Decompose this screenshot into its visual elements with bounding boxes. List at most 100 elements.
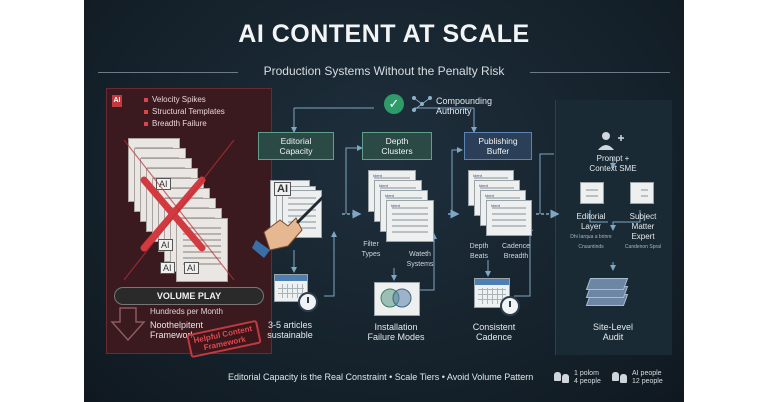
risk-item: Breadth Failure [144, 118, 225, 130]
label-line: Wateth [409, 251, 431, 258]
label-line: Site-Level [592, 322, 634, 332]
footer-caption: Editorial Capacity is the Real Constrain… [228, 372, 534, 382]
label-line: Prompt + [596, 154, 630, 163]
editorial-output-label: 3-5 articles sustainable [260, 320, 320, 340]
depth-clusters-box: Depth Clusters [362, 132, 432, 160]
label-line: Cadence [475, 332, 513, 342]
risk-list: Velocity Spikes Structural Templates Bre… [144, 94, 225, 130]
cluster-card: Ident [386, 200, 434, 242]
label-line: Failure Modes [367, 332, 425, 342]
site-audit-label: Site-Level Audit [578, 322, 648, 342]
label-line: Layer [580, 222, 601, 231]
box-line: Capacity [279, 146, 313, 156]
label-line: Depth [469, 243, 489, 250]
volume-play-belt: VOLUME PLAY [114, 287, 264, 305]
person-icon [562, 374, 569, 383]
risk-item-label: Velocity Spikes [152, 95, 206, 104]
card-tag: Ident [373, 173, 382, 178]
legend-line: 12 people [632, 378, 663, 385]
venn-card [374, 282, 420, 316]
framework-caption: Noothelpitent [150, 320, 204, 330]
label-line: Cadence [501, 243, 531, 250]
bullet-icon [144, 110, 148, 114]
ai-page-label: AI [160, 262, 175, 274]
filter-types-label: Filter Types [356, 240, 386, 260]
expert-id-icon [630, 182, 654, 204]
label-line: Filter [363, 241, 379, 248]
buffer-card: Ident [486, 200, 532, 236]
depth-beats-label: Depth Beats [464, 242, 494, 262]
fine-print: Dhi Iarqua a brinre [570, 234, 612, 240]
framework-caption: Framework [150, 330, 196, 340]
prompt-context-label: Prompt + Context SME [578, 154, 648, 174]
label-line: Beats [470, 253, 488, 260]
volume-caption: Hundreds per Month [150, 307, 223, 316]
label-line: Context SME [589, 164, 637, 173]
wateth-systems-label: Wateth Systems [400, 250, 440, 270]
consistent-cadence-label: Consistent Cadence [462, 322, 526, 342]
risk-item-label: Structural Templates [152, 107, 225, 116]
label-line: 3-5 articles [267, 320, 312, 330]
card-tag: Ident [385, 193, 394, 198]
card-tag: Ident [391, 203, 400, 208]
legend-line: AI people [632, 370, 662, 377]
label-line: Systems [406, 261, 434, 268]
subtitle-rule-right [530, 72, 670, 73]
person-icon [620, 374, 627, 383]
subtitle-rule-left [98, 72, 238, 73]
box-line: Editorial [280, 136, 312, 146]
document-card [282, 190, 322, 238]
card-tag: Ident [479, 183, 488, 188]
publishing-buffer-box: Publishing Buffer [464, 132, 532, 160]
person-icon [612, 372, 619, 381]
editorial-layer-icon [580, 182, 604, 204]
calendar-icon [274, 274, 308, 302]
page-subtitle: Production Systems Without the Penalty R… [263, 64, 505, 78]
page-title: AI CONTENT AT SCALE [238, 20, 530, 48]
clock-icon [298, 292, 318, 312]
legend-small-team: 1 polom 4 people [574, 370, 601, 386]
check-icon: ✓ [384, 94, 404, 114]
fine-print: Cnuuntinds [578, 244, 604, 250]
risk-item-label: Breadth Failure [152, 119, 207, 128]
label-line: sustainable [267, 330, 313, 340]
label-line: Subject [629, 212, 657, 221]
infographic-poster: AI CONTENT AT SCALE Production Systems W… [84, 0, 684, 402]
label-line: Editorial [576, 212, 606, 221]
risk-item: Velocity Spikes [144, 94, 225, 106]
legend-line: 1 polom [574, 370, 599, 377]
label-line: Matter [631, 222, 655, 231]
ai-doc-label: AI [274, 182, 291, 196]
legend-line: 4 people [574, 378, 601, 385]
person-icon [554, 372, 561, 381]
label-line: Types [361, 251, 381, 258]
compounding-authority-label: Compounding Authority [436, 96, 492, 116]
box-line: Clusters [381, 146, 413, 156]
card-tag: Ident [473, 173, 482, 178]
card-tag: Ident [485, 193, 494, 198]
bullet-icon [144, 122, 148, 126]
cadence-breadth-label: Cadence Breadth [496, 242, 536, 262]
card-tag: Ident [491, 203, 500, 208]
legend-large-team: AI people 12 people [632, 370, 663, 386]
label-line: Audit [602, 332, 624, 342]
ai-page-label: AI [184, 262, 199, 274]
ai-page-label: AI [156, 178, 171, 190]
box-line: Depth [385, 136, 409, 146]
editorial-capacity-box: Editorial Capacity [258, 132, 334, 160]
label-line: Authority [436, 106, 472, 116]
risk-item: Structural Templates [144, 106, 225, 118]
box-line: Buffer [486, 146, 510, 156]
card-tag: Ident [379, 183, 388, 188]
fine-print: Candenon Spral [624, 244, 662, 250]
label-line: Compounding [436, 96, 493, 106]
ai-badge: AI [112, 95, 122, 107]
audit-layer [585, 278, 629, 290]
box-line: Publishing [478, 136, 518, 146]
editorial-layer-label: Editorial Layer Dhi Iarqua a brinre Cnuu… [564, 212, 618, 252]
label-line: Expert [631, 232, 655, 241]
label-line: Breadth [503, 253, 529, 260]
clock-icon [500, 296, 520, 316]
installation-label: Installation Failure Modes [360, 322, 432, 342]
subject-expert-label: Subject Matter Expert Candenon Spral [618, 212, 668, 252]
